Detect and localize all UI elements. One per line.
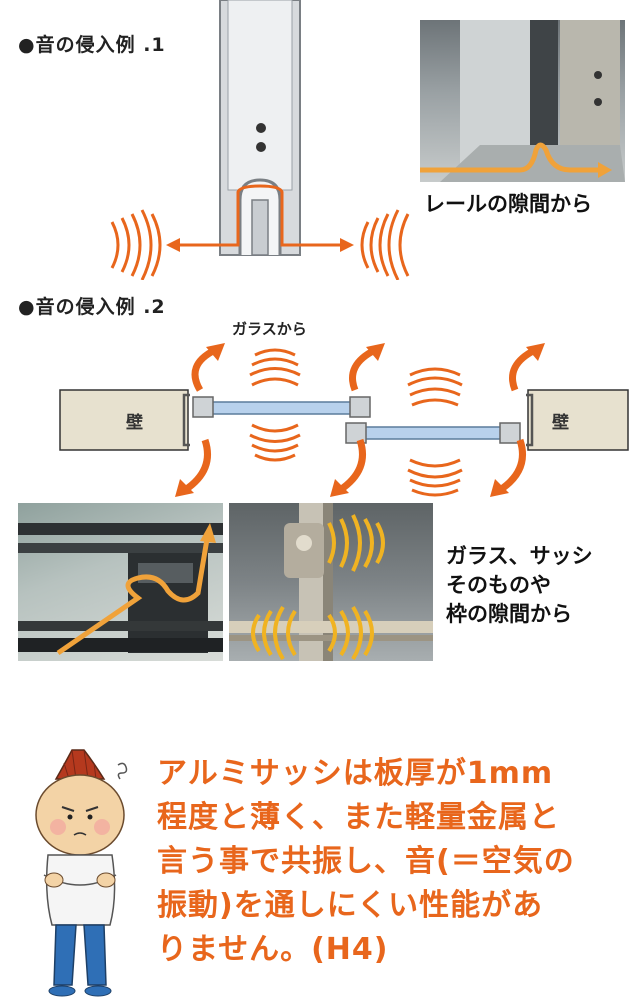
aluminum-sash-note: アルミサッシは板厚が1mm 程度と薄く、また軽量金属と 言う事で共振し、音(＝空…	[157, 752, 637, 972]
example2-heading: ●音の侵入例 .2	[18, 296, 166, 318]
note-line-4: 振動)を通しにくい性能があ	[157, 888, 544, 923]
sash-section-photo	[18, 503, 223, 661]
rail-gap-photo	[420, 20, 625, 182]
wall-right-label: 壁	[552, 413, 569, 433]
sash-gap-caption-line-3: 枠の隙間から	[446, 602, 572, 626]
example1-heading: ●音の侵入例 .1	[18, 34, 166, 56]
window-section-diagram	[59, 343, 629, 497]
glass-label: ガラスから	[232, 320, 307, 338]
sash-lock-photo	[229, 503, 433, 661]
rail-gap-caption: レールの隙間から	[424, 192, 592, 216]
sash-gap-caption-line-1: ガラス、サッシ	[446, 544, 593, 568]
note-line-5: りません。(H4)	[157, 932, 389, 967]
wall-left-label: 壁	[126, 413, 143, 433]
note-line-1: アルミサッシは板厚が1mm	[157, 756, 554, 791]
worried-boy-illustration	[35, 749, 128, 997]
example1-rail-diagram	[110, 0, 410, 280]
sash-gap-caption: ガラス、サッシ そのものや 枠の隙間から	[446, 542, 593, 629]
note-line-3: 言う事で共振し、音(＝空気の	[157, 844, 575, 879]
sash-gap-caption-line-2: そのものや	[446, 573, 551, 597]
note-line-2: 程度と薄く、また軽量金属と	[157, 800, 560, 835]
